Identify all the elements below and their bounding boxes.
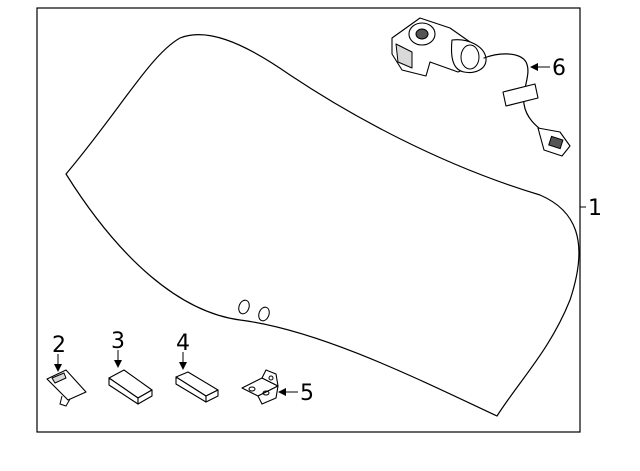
glass-hole-right: [258, 306, 270, 322]
callout-arrow-2: [54, 364, 62, 372]
callout-3: 3: [111, 329, 125, 354]
glass-hole-left: [238, 299, 250, 315]
clip-part: [46, 369, 87, 407]
spacer-part-b: [175, 371, 219, 403]
callout-arrow-4: [179, 362, 187, 370]
callout-arrow-3: [114, 360, 122, 368]
callout-arrow-6: [530, 63, 538, 71]
camera-assembly: [391, 17, 571, 157]
callout-1: 1: [588, 196, 602, 221]
back-glass: [65, 34, 580, 417]
bracket-part: [241, 369, 279, 405]
callout-2: 2: [52, 333, 66, 358]
callout-arrow-5: [278, 388, 286, 396]
diagram-frame: [36, 7, 581, 433]
callout-6: 6: [552, 56, 566, 81]
callout-5: 5: [300, 381, 314, 406]
callout-4: 4: [176, 331, 190, 356]
spacer-part-a: [108, 369, 153, 405]
